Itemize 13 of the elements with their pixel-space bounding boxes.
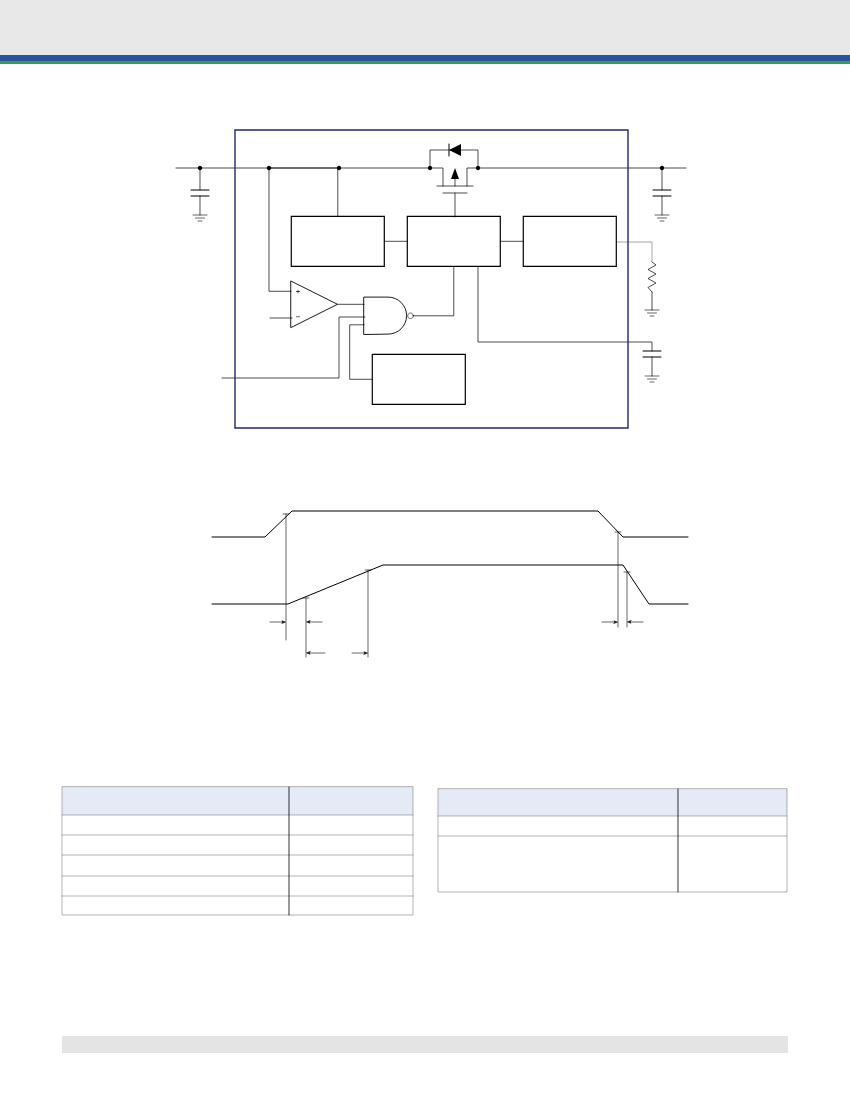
block-box (406, 215, 501, 267)
wire (268, 167, 339, 292)
block-box (371, 353, 466, 405)
wire (349, 324, 373, 380)
comparator-symbol (290, 280, 338, 328)
block-box (290, 215, 385, 267)
nand-gate-symbol (363, 296, 414, 335)
wire (384, 240, 408, 242)
block-box (522, 215, 617, 267)
wire (413, 266, 455, 317)
chip-outline (234, 129, 629, 429)
wire (500, 240, 524, 242)
wire (337, 303, 365, 305)
